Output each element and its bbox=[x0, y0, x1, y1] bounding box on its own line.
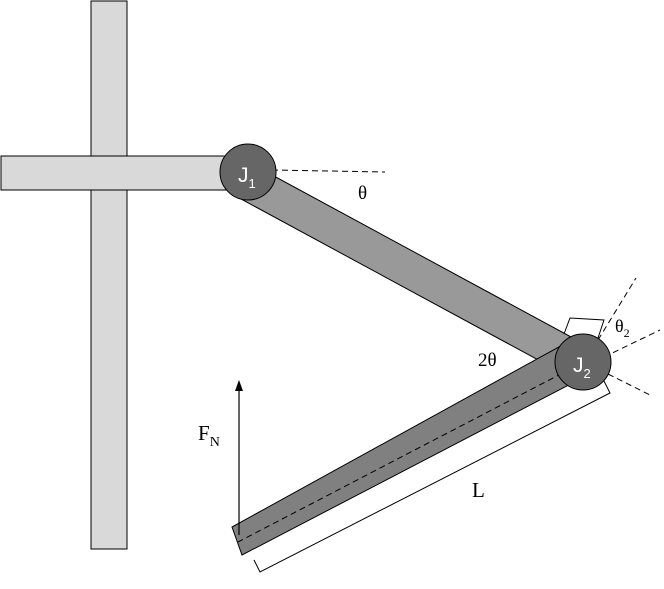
force-label: FN bbox=[198, 421, 220, 450]
two-theta-label: 2θ bbox=[478, 350, 497, 371]
length-bracket bbox=[253, 380, 611, 573]
joint-j1-label: J1 bbox=[238, 164, 256, 191]
right-angle-marker bbox=[563, 317, 605, 339]
length-label: L bbox=[472, 478, 485, 502]
theta-reference-line bbox=[271, 169, 386, 173]
upper-link bbox=[229, 161, 585, 376]
theta2-reference-line-middle bbox=[603, 329, 661, 358]
force-arrow-head bbox=[235, 380, 243, 391]
theta-label: θ bbox=[358, 183, 367, 204]
theta2-reference-line-lower bbox=[607, 373, 653, 397]
joint-j1 bbox=[219, 143, 277, 201]
theta2-reference-line-upper bbox=[597, 277, 637, 341]
joint-j2-label: J2 bbox=[573, 354, 591, 381]
theta2-label: θ2 bbox=[615, 316, 630, 340]
horizontal-bar bbox=[0, 155, 240, 191]
joint-j2 bbox=[554, 333, 612, 391]
lower-link-centerline bbox=[237, 363, 581, 543]
lower-link bbox=[231, 342, 587, 556]
vertical-post bbox=[90, 0, 128, 550]
